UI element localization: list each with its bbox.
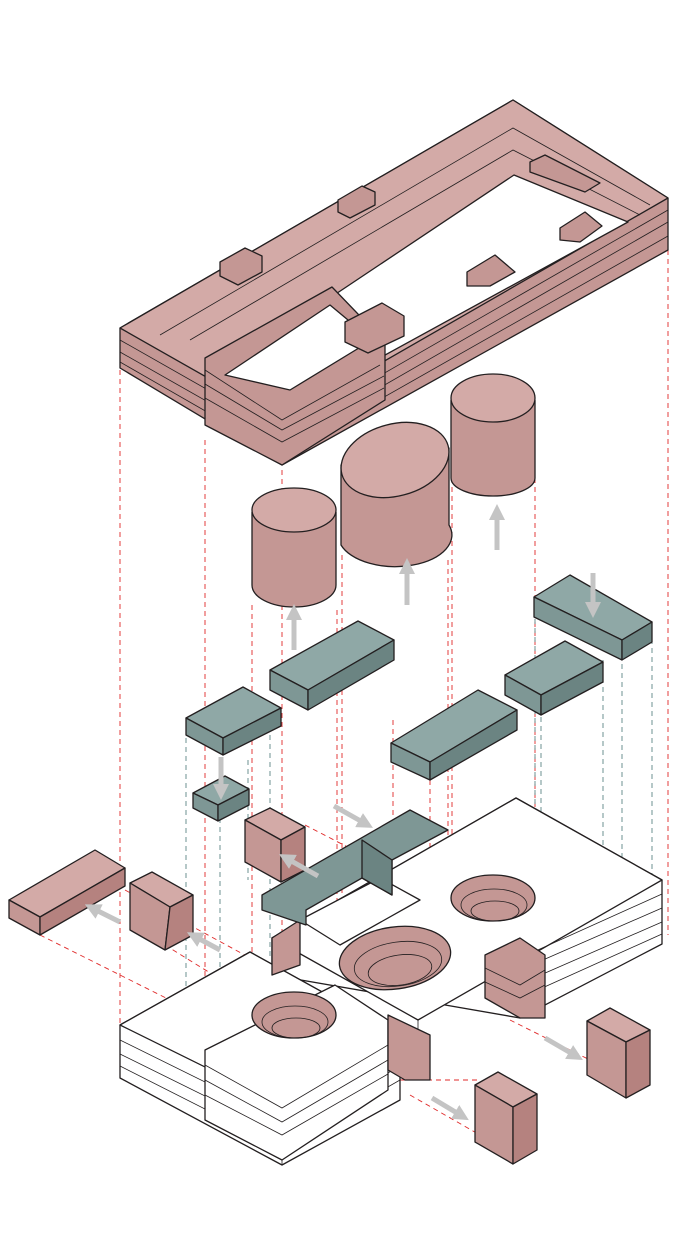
arrow-out-left-bar-icon [84, 904, 122, 925]
arrow-out-right-box-lower-icon [430, 1095, 469, 1121]
red-box-right-lower [474, 1071, 538, 1165]
teal-slab-left-mid [185, 686, 282, 756]
movement-arrows [84, 503, 602, 1121]
red-box-right-upper [586, 1007, 651, 1099]
red-box-upper [244, 807, 306, 883]
cylinder-left [251, 487, 337, 608]
roof-shell [119, 99, 669, 466]
opening-right [450, 874, 536, 922]
opening-left [251, 991, 337, 1039]
cylinder-right [450, 373, 536, 497]
teal-floor-insert [261, 809, 449, 926]
teal-slab-center-long [390, 689, 518, 781]
opening-large [338, 925, 452, 991]
cylinder-center [340, 421, 453, 568]
red-bar-left [8, 849, 126, 936]
base-building [119, 797, 663, 1166]
arrow-out-left-box-icon [186, 932, 222, 953]
red-box-left [129, 871, 194, 951]
teal-slab-right-mid [504, 640, 604, 716]
arrow-out-upper-box-icon [279, 854, 320, 879]
arrow-out-right-box-upper-icon [543, 1035, 583, 1061]
teal-slab-long-left [269, 620, 395, 711]
arrow-in-teal-slab-icon [332, 803, 373, 828]
